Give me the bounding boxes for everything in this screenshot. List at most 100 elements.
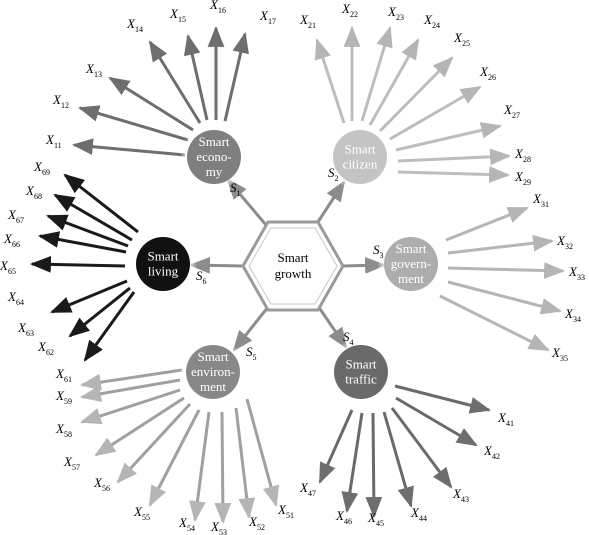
link-living [188,256,244,274]
var-label-x42: X42 [483,443,500,461]
arrow-living-x64 [50,279,128,314]
var-label-x44: X44 [410,505,427,523]
var-label-x59: X59 [55,388,72,406]
arrow-living-x62 [83,291,136,362]
arrow-traffic-x46 [341,412,364,514]
var-label-x31: X31 [532,191,549,209]
var-label-x28: X28 [514,146,531,164]
s-label-1: S1 [230,180,241,198]
var-label-x27: X27 [503,102,520,120]
arrow-economy-x15 [183,33,209,121]
arrow-traffic-x45 [365,412,383,519]
var-label-x32: X32 [556,233,573,251]
arrow-living-x63 [68,286,131,338]
link-environment [232,306,270,352]
arrow-environment-x52 [234,407,256,520]
category-nodes: Smartecono-mySmartcitizenSmartgovern-men… [129,123,445,406]
var-label-x51: X51 [277,502,294,520]
node-environment-label-line-3: ment [200,379,226,394]
link-economy [226,178,268,226]
arrow-environment-x51 [245,398,280,508]
arrow-living-x65 [29,256,126,273]
center-hexagon: Smart growth [241,220,345,312]
var-label-x69: X69 [33,159,50,177]
arrow-economy-x11 [71,138,186,157]
node-living-label-line-2: living [148,264,179,279]
arrow-citizen-x25 [378,56,454,133]
node-government-label-line-2: govern- [391,256,431,271]
var-label-x17: X17 [259,8,276,26]
arrow-traffic-x41 [394,384,492,414]
arrow-living-x67 [46,214,129,248]
node-environment-label-line-2: environ- [191,364,235,379]
node-economy-label-line-2: econo- [196,149,231,164]
arrow-living-x66 [37,231,127,254]
arrow-citizen-x29 [397,166,511,183]
var-label-x35: X35 [551,345,568,363]
node-living-label-line-1: Smart [147,249,178,264]
var-label-x23: X23 [387,4,404,22]
var-label-x61: X61 [55,366,72,384]
var-label-x15: X15 [169,6,186,24]
node-citizen-label-line-1: Smart [344,142,375,157]
var-label-x14: X14 [126,16,143,34]
node-economy-label-line-1: Smart [198,134,229,149]
var-label-x43: X43 [452,486,469,504]
center-label-line-1: Smart [277,250,308,265]
var-label-x24: X24 [423,12,440,30]
arrow-citizen-x23 [360,25,393,122]
arrow-government-x32 [447,234,555,255]
var-label-x41: X41 [497,410,514,428]
arrow-traffic-x47 [318,409,354,484]
link-traffic [316,305,348,349]
node-government-label-line-1: Smart [395,241,426,256]
arrow-traffic-x44 [382,411,414,509]
variable-arrows [29,25,566,525]
center-label-line-2: growth [275,266,312,281]
var-label-x11: X11 [45,132,62,150]
var-label-x33: X33 [568,264,585,282]
arrow-government-x35 [439,294,550,352]
s-label-2: S2 [328,165,339,183]
var-label-x65: X65 [0,258,16,276]
var-label-x25: X25 [453,30,470,48]
link-citizen [314,180,346,226]
arrow-environment-x53 [214,411,232,525]
var-label-x52: X52 [248,514,265,532]
arrow-citizen-x28 [397,148,512,166]
arrow-citizen-x21 [314,38,346,124]
arrow-citizen-x27 [395,122,503,152]
arrow-environment-x56 [116,402,192,484]
var-label-x53: X53 [210,519,227,535]
arrow-economy-x14 [148,40,202,124]
var-label-x47: X47 [299,480,316,498]
center-links [188,178,387,352]
arrow-government-x31 [445,206,529,242]
var-label-x62: X62 [37,339,54,357]
s-label-5: S5 [246,344,257,362]
arrow-environment-x54 [189,411,211,523]
var-label-x45: X45 [367,510,384,528]
var-label-x58: X58 [55,421,72,439]
var-label-x13: X13 [85,61,102,79]
node-government-label-line-3: ment [398,271,424,286]
s-label-4: S4 [343,329,354,347]
arrow-citizen-x26 [389,85,482,141]
s-label-6: S6 [196,268,207,286]
node-traffic-label-line-2: traffic [345,372,377,387]
var-label-x57: X57 [63,454,80,472]
arrow-traffic-x43 [390,407,453,489]
var-label-x54: X54 [178,515,195,533]
node-economy-label-line-3: my [206,164,223,179]
var-label-x67: X67 [7,207,24,225]
arrow-government-x33 [447,262,566,279]
node-traffic-label-line-1: Smart [345,357,376,372]
var-label-x68: X68 [25,183,42,201]
